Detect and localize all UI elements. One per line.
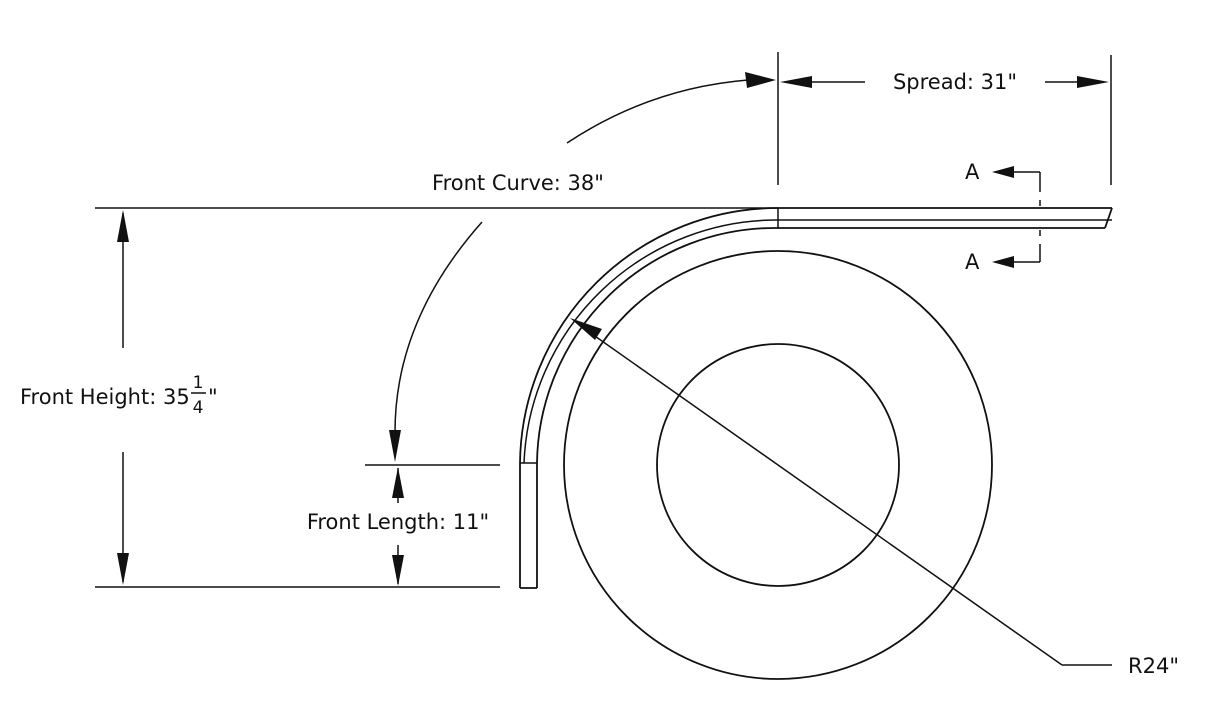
spread-arrow-right — [1077, 76, 1109, 88]
radius-label: R24" — [1128, 654, 1179, 678]
fender-inner-edge — [536, 227, 1105, 588]
radius-arrow — [570, 318, 602, 340]
wheel-rim-circle — [656, 343, 900, 587]
section-a-marker: A A — [965, 160, 1041, 274]
section-a-label-bottom: A — [965, 250, 980, 274]
front-curve-label: Front Curve: 38" — [432, 171, 604, 195]
front-height-arrow-bottom — [117, 553, 129, 585]
front-length-label: Front Length: 11" — [307, 510, 489, 534]
front-height-arrow-top — [117, 210, 129, 242]
spread-dimension: Spread: 31" — [777, 52, 1112, 185]
radius-dimension: R24" — [570, 318, 1179, 678]
front-curve-arrow-top — [745, 72, 776, 88]
front-curve-arrow-bottom — [389, 430, 401, 462]
tire-outer-circle — [563, 250, 993, 680]
front-length-arrow-top — [392, 467, 404, 498]
spread-label: Spread: 31" — [893, 70, 1017, 94]
fender-rear-end — [1104, 207, 1113, 229]
front-length-arrow-bottom — [392, 555, 404, 586]
front-height-frac-num: 1 — [193, 373, 204, 393]
front-height-label: Front Height: 35 — [20, 385, 190, 409]
front-height-dimension: Front Height: 35 1 4 " — [20, 210, 218, 585]
fender-profile — [519, 207, 1113, 589]
front-height-inch-mark: " — [208, 385, 218, 409]
front-length-dimension: Front Length: 11" — [307, 467, 489, 586]
front-curve-dimension: Front Curve: 38" — [389, 72, 776, 462]
section-a-arrow-bottom — [992, 256, 1014, 268]
fender-mid-edge — [523, 219, 1112, 464]
front-height-frac-den: 4 — [193, 398, 204, 418]
fender-outer-edge — [519, 207, 1112, 588]
section-a-arrow-top — [992, 166, 1014, 178]
spread-arrow-left — [780, 76, 812, 88]
section-a-label-top: A — [965, 160, 980, 184]
